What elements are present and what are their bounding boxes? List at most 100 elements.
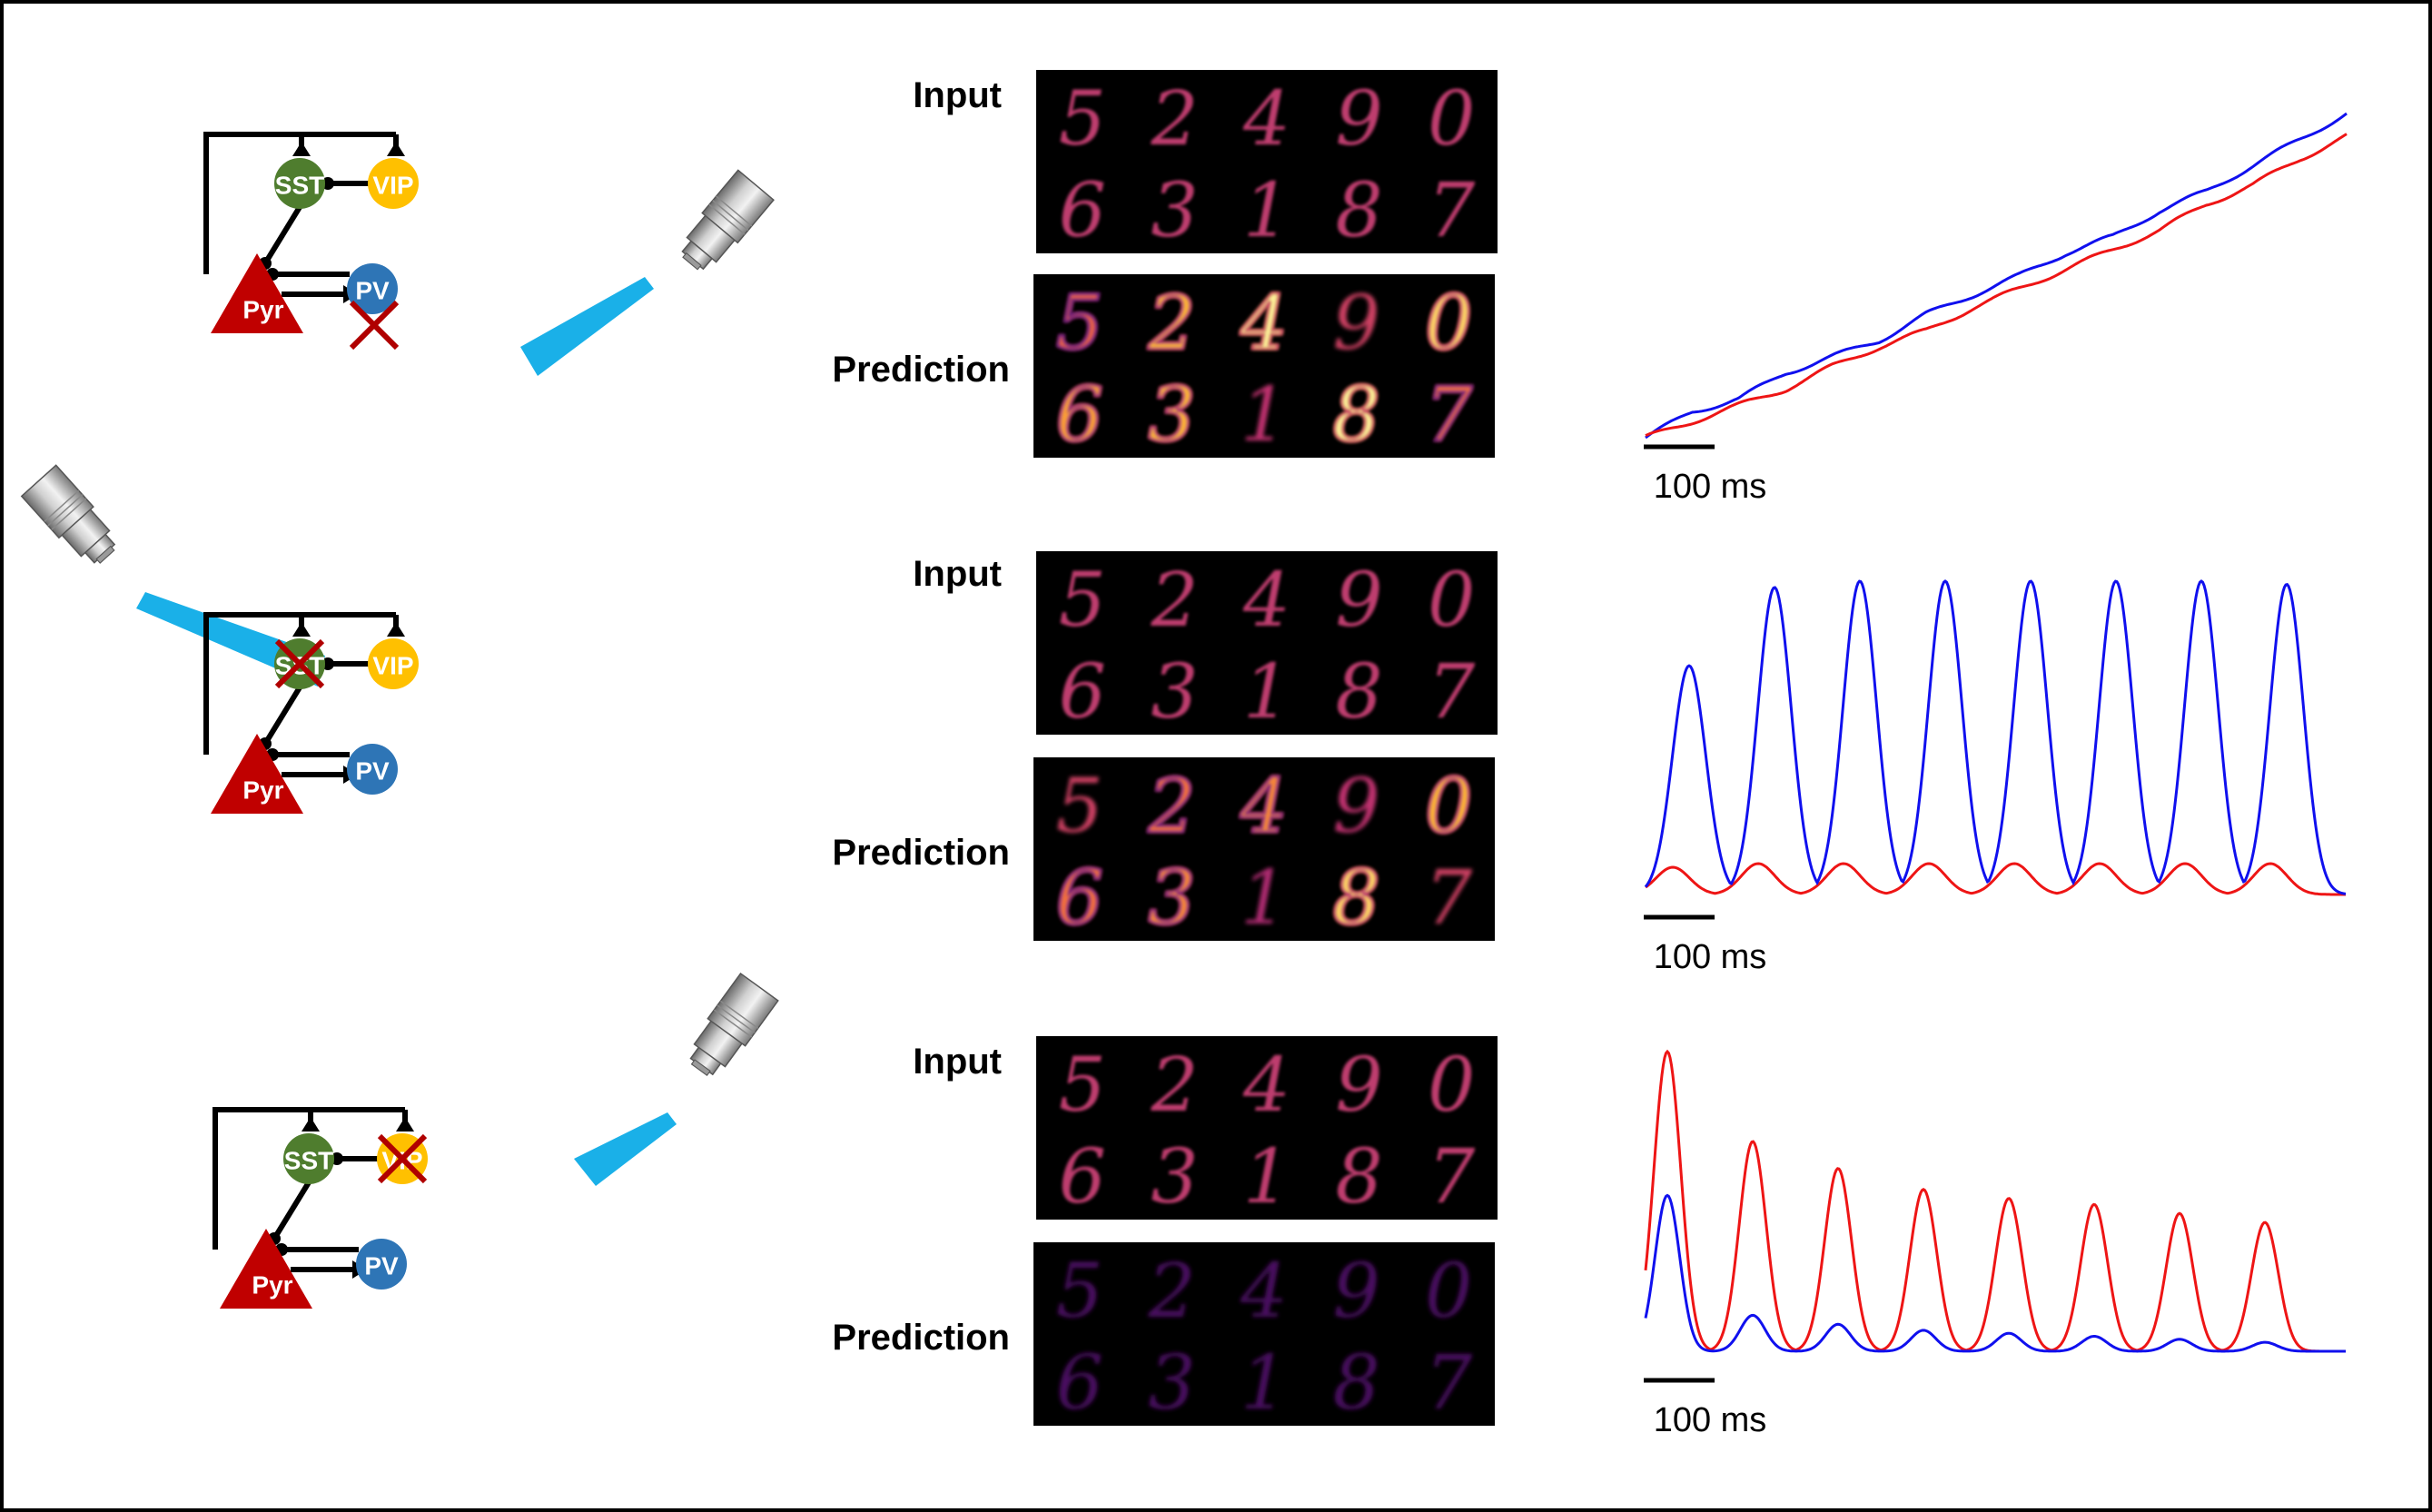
prediction-digit: 00 [1424, 763, 1474, 852]
sst-pyr-wire [262, 686, 302, 746]
prediction-digit-core: 0 [1425, 764, 1472, 850]
input-digit: 4 [1242, 76, 1290, 163]
prediction-digit: 9 [1333, 764, 1380, 850]
silenced-cross [274, 638, 325, 689]
input-digit-glyph: 5 [1059, 558, 1106, 644]
prediction-digit: 88 [1331, 371, 1381, 460]
vip-excitatory-terminal [387, 142, 405, 156]
input-digit: 1 [1243, 168, 1290, 254]
input-digit-glyph: 3 [1151, 168, 1198, 254]
input-panel [1036, 551, 1498, 735]
input-digit: 9 [1336, 1043, 1383, 1129]
prediction-label: Prediction [832, 1318, 1010, 1358]
activity-trace: 100 ms [1644, 579, 2347, 976]
prediction-digit: 77 [1424, 371, 1475, 460]
prediction-digit-core: 8 [1333, 372, 1380, 459]
prediction-digit: 7 [1425, 855, 1473, 942]
prediction-digit-glyph: 5 [1056, 1249, 1103, 1335]
prediction-digit: 4 [1240, 1249, 1288, 1335]
input-panel [1036, 1036, 1498, 1220]
input-label: Input [913, 554, 1002, 594]
prediction-digit-glyph: 2 [1147, 764, 1195, 850]
input-digit: 9 [1336, 76, 1383, 163]
prediction-digit: 33 [1147, 855, 1197, 944]
vip-label: VIP [372, 652, 413, 680]
prediction-digit: 0 [1425, 1249, 1472, 1335]
prediction-digit-glyph: 3 [1148, 855, 1195, 942]
prediction-digit-core: 4 [1240, 281, 1288, 367]
input-digit-glyph: 5 [1059, 1043, 1106, 1129]
input-digit: 0 [1428, 558, 1475, 644]
input-digit-glyph: 6 [1059, 649, 1106, 736]
prediction-digit-glyph: 8 [1333, 1340, 1380, 1427]
prediction-digit: 1 [1241, 855, 1288, 942]
prediction-digit-glyph: 5 [1056, 281, 1103, 367]
prediction-digit: 9 [1333, 281, 1380, 367]
scale-bar-label: 100 ms [1654, 938, 1767, 976]
prediction-digit-glyph: 6 [1056, 855, 1103, 942]
silenced-cross [377, 1133, 428, 1184]
row-3: SSTVIPPVPyrInput5249063187Prediction5249… [213, 973, 2346, 1439]
prediction-digit: 44 [1238, 763, 1289, 852]
prediction-digit-core: 3 [1148, 372, 1195, 459]
prediction-digit: 8 [1333, 1340, 1380, 1427]
prediction-label: Prediction [832, 833, 1010, 873]
prediction-panel [1033, 1242, 1495, 1426]
input-digit: 4 [1242, 1043, 1290, 1129]
input-digit: 4 [1242, 558, 1290, 644]
vip-excitatory-terminal [387, 622, 405, 637]
prediction-digit: 5 [1056, 764, 1103, 850]
prediction-digit-core: 2 [1147, 764, 1195, 850]
input-digit-glyph: 7 [1428, 1134, 1476, 1220]
input-digit-glyph: 0 [1428, 76, 1475, 163]
input-digit-glyph: 4 [1242, 558, 1290, 644]
prediction-digit-core: 4 [1240, 764, 1288, 850]
vip-label: VIP [372, 172, 413, 200]
input-digit-glyph: 1 [1243, 649, 1290, 736]
prediction-label: Prediction [832, 350, 1010, 390]
prediction-digit-glyph: 8 [1333, 855, 1380, 942]
input-digit-glyph: 8 [1336, 649, 1383, 736]
input-digit-glyph: 9 [1336, 558, 1383, 644]
input-digit-glyph: 7 [1428, 649, 1476, 736]
trace-line [1645, 112, 2348, 440]
input-digit: 8 [1336, 649, 1383, 736]
prediction-digit-glyph: 9 [1333, 1249, 1380, 1335]
prediction-digit-glyph: 1 [1241, 1340, 1288, 1427]
input-digit: 5 [1059, 76, 1106, 163]
activity-trace: 100 ms [1644, 112, 2348, 506]
pyr-label: Pyr [242, 776, 283, 805]
activity-trace: 100 ms [1644, 1049, 2346, 1439]
vip-cell [368, 158, 419, 209]
prediction-digit-core: 6 [1056, 855, 1103, 942]
input-digit: 6 [1059, 649, 1106, 736]
prediction-digit: 66 [1054, 855, 1104, 944]
pv-label: PV [355, 757, 390, 786]
sst-label: SST [284, 1147, 333, 1175]
input-digit-glyph: 6 [1059, 168, 1106, 254]
prediction-digit-core: 6 [1056, 372, 1103, 459]
pv-cell [356, 1239, 407, 1290]
pyr-feedback-wire [203, 132, 396, 274]
input-digit-glyph: 4 [1242, 1043, 1290, 1129]
pv-label: PV [364, 1252, 399, 1280]
scale-bar-label: 100 ms [1654, 468, 1767, 506]
input-digit: 6 [1059, 168, 1106, 254]
input-digit-glyph: 0 [1428, 558, 1475, 644]
prediction-digit-glyph: 4 [1240, 1249, 1288, 1335]
prediction-digit: 6 [1056, 1340, 1103, 1427]
prediction-digit-glyph: 1 [1241, 855, 1288, 942]
input-digit-glyph: 8 [1336, 168, 1383, 254]
prediction-digit-core: 3 [1148, 855, 1195, 942]
prediction-digit-core: 0 [1425, 281, 1472, 367]
prediction-digit-glyph: 3 [1148, 1340, 1195, 1427]
prediction-digit-glyph: 9 [1333, 764, 1380, 850]
prediction-digit: 22 [1146, 280, 1197, 369]
input-digit-glyph: 5 [1059, 76, 1106, 163]
input-digit: 2 [1150, 1043, 1198, 1129]
